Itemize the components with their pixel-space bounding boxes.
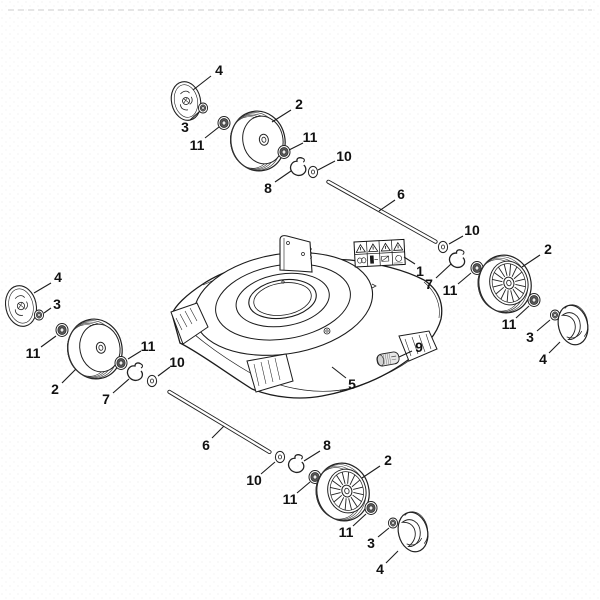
callout-leader-line (128, 351, 141, 359)
callout-label-part-11: 11 (190, 137, 205, 153)
callout-leader-line (449, 236, 463, 244)
warning-label (354, 239, 405, 267)
callout-label-part-10: 10 (464, 222, 480, 238)
locknut-right-outer (527, 293, 541, 307)
locknut-top-outer (217, 116, 231, 130)
callout-label-part-3: 3 (526, 329, 534, 345)
nut-top (197, 102, 209, 114)
callout-label-part-6: 6 (397, 186, 405, 202)
callout-leader-line (41, 336, 56, 347)
callout-label-part-4: 4 (54, 269, 62, 285)
callout-label-part-2: 2 (295, 96, 303, 112)
warning-pictogram-icons (357, 254, 402, 265)
callout-leader-line (386, 551, 398, 563)
locknut-bottom-outer (364, 501, 378, 515)
washer-top (307, 165, 319, 179)
left-bracket (171, 303, 208, 344)
cylinder-part (376, 351, 400, 367)
callout-leader-line (297, 482, 310, 493)
callout-label-part-1: 1 (416, 263, 424, 279)
callout-leader-line (205, 127, 219, 138)
front-bracket (280, 236, 312, 272)
axle-bottom (167, 390, 272, 455)
callout-label-part-2: 2 (384, 452, 392, 468)
callout-leader-line (272, 110, 291, 122)
callout-leader-line (399, 351, 412, 357)
callout-leader-line (537, 320, 550, 331)
callout-label-part-2: 2 (544, 241, 552, 257)
callout-label-part-4: 4 (215, 62, 223, 78)
callout-label-part-6: 6 (202, 437, 210, 453)
callout-leader-line (190, 112, 199, 120)
callout-label-part-10: 10 (336, 148, 352, 164)
callout-leader-line (404, 257, 415, 264)
callout-leader-line (212, 426, 224, 438)
axle-top (326, 180, 438, 244)
callout-leader-line (379, 200, 395, 211)
callout-label-part-4: 4 (539, 351, 547, 367)
callout-label-part-11: 11 (443, 282, 458, 298)
callout-leader-line (378, 528, 389, 537)
nut-left (33, 309, 45, 321)
callout-label-part-5: 5 (348, 376, 356, 392)
callout-label-part-11: 11 (141, 338, 156, 354)
callout-leader-line (44, 308, 51, 313)
callout-label-part-8: 8 (264, 180, 272, 196)
callout-label-part-3: 3 (53, 296, 61, 312)
locknut-left-inner (114, 356, 128, 370)
callout-label-part-11: 11 (502, 316, 517, 332)
callout-leader-line (318, 161, 335, 170)
callout-label-part-4: 4 (376, 561, 384, 577)
callout-label-part-8: 8 (323, 437, 331, 453)
washer-bottom (274, 450, 286, 464)
callout-leader-line (34, 283, 51, 293)
callout-leader-line (261, 462, 275, 474)
callout-leader-line (516, 306, 529, 318)
washer-right (437, 240, 449, 254)
callout-leader-line (289, 143, 303, 150)
washer-left (146, 374, 158, 388)
callout-leader-line (353, 514, 366, 526)
callout-leader-line (113, 379, 129, 393)
callout-leader-line (62, 369, 76, 383)
callout-label-part-10: 10 (246, 472, 262, 488)
callout-label-part-2: 2 (51, 381, 59, 397)
callout-label-part-11: 11 (26, 345, 41, 361)
callout-leader-line (332, 367, 346, 378)
callout-leader-line (458, 273, 471, 284)
callout-leader-line (158, 367, 170, 376)
callout-leader-line (304, 451, 320, 461)
callout-label-part-11: 11 (303, 129, 318, 145)
callout-label-part-3: 3 (181, 119, 189, 135)
mower-deck-housing (171, 236, 442, 398)
callout-label-part-11: 11 (339, 524, 354, 540)
callout-label-part-10: 10 (169, 354, 185, 370)
callout-leader-line (549, 342, 560, 353)
callout-label-part-7: 7 (425, 276, 433, 292)
callout-label-part-3: 3 (367, 535, 375, 551)
locknut-left-outer (55, 323, 69, 337)
callout-leader-line (275, 171, 291, 182)
callout-label-part-11: 11 (283, 491, 298, 507)
callout-label-part-9: 9 (415, 339, 423, 355)
callout-leader-line (522, 255, 540, 267)
callout-leader-line (193, 76, 211, 90)
callout-leader-line (362, 466, 380, 478)
locknut-top-inner (277, 145, 291, 159)
right-bracket (399, 331, 437, 361)
warning-triangle-icons (356, 242, 403, 252)
nut-bottom (387, 517, 399, 529)
bottom-bracket (247, 354, 293, 392)
callout-leader-line (436, 264, 451, 278)
callout-label-part-7: 7 (102, 391, 110, 407)
